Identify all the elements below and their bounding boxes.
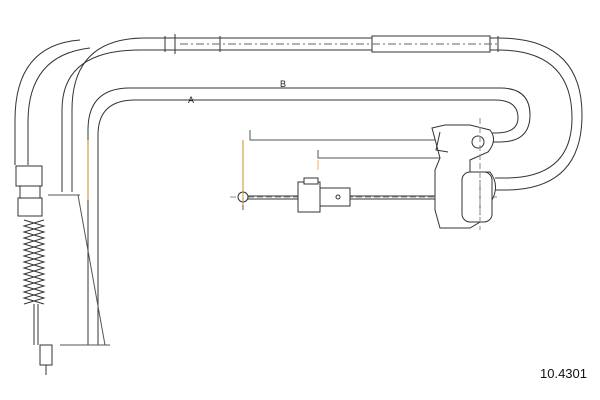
part-number: 10.4301 [540, 366, 587, 381]
cable-inner-loop [14, 39, 81, 165]
cable-outer-lower [61, 49, 573, 192]
dim-line-left-vertical [77, 194, 106, 346]
inner-u-inner [97, 99, 519, 345]
dim-step-lower [317, 150, 440, 159]
inner-u-outer [87, 87, 531, 345]
left-ferrule [15, 165, 43, 187]
bracket-hole [471, 135, 485, 149]
cable-outer-upper [71, 37, 583, 192]
adjuster-nut [297, 181, 321, 213]
dimension-a-label: A [188, 95, 194, 105]
cable-inner-loop-2 [27, 47, 91, 165]
spring-coil [22, 219, 46, 305]
dim-step-upper [249, 130, 440, 141]
bracket-housing [461, 171, 493, 223]
left-end-fitting [39, 344, 53, 366]
dimension-b-label: B [280, 79, 286, 89]
highlight-accents [87, 140, 319, 205]
